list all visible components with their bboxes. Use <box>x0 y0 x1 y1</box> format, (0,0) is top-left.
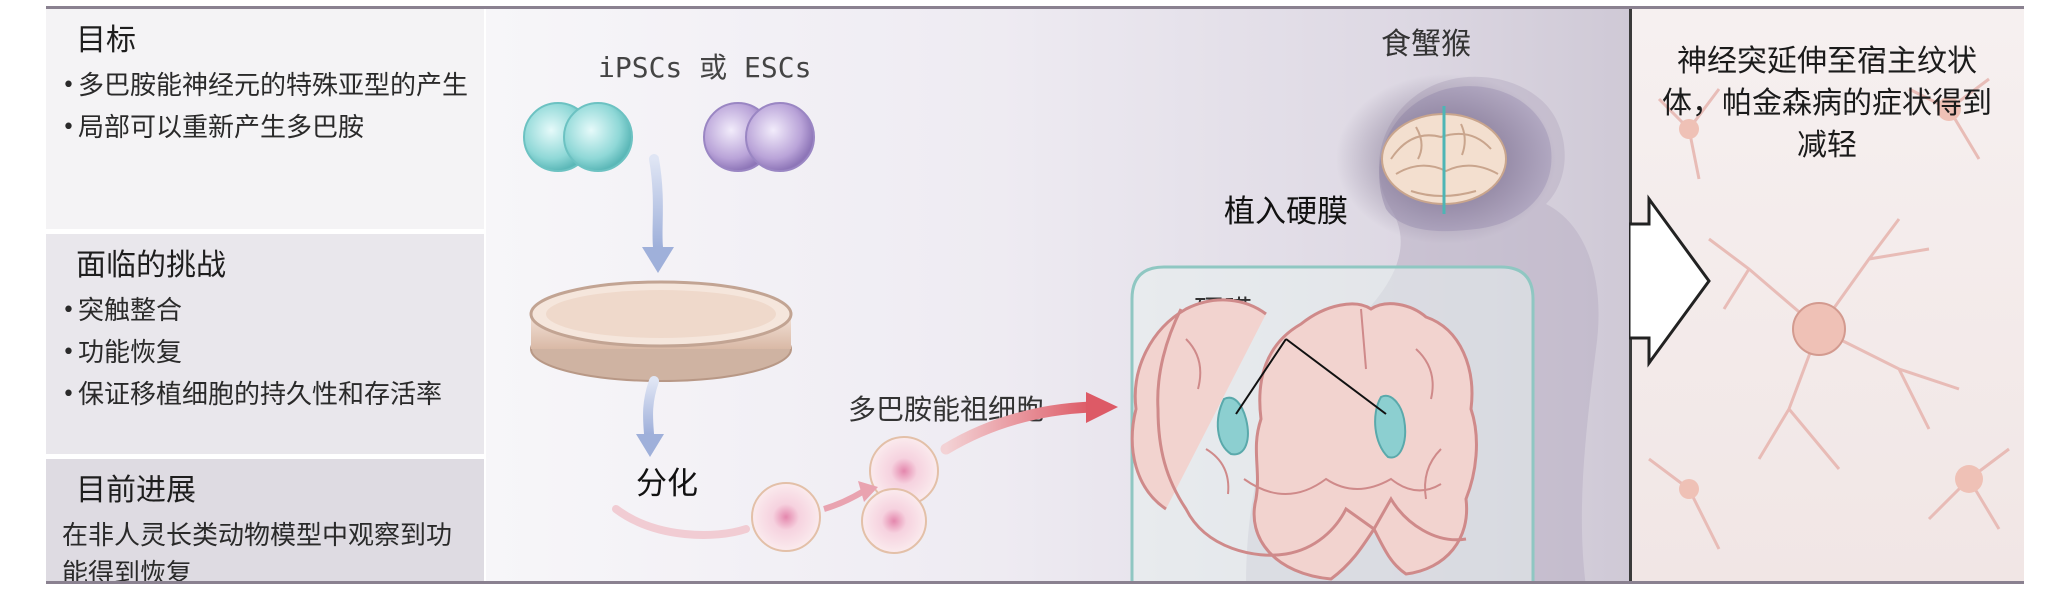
neuron-soma <box>1679 119 1699 139</box>
outcome-arrow-icon <box>1629 194 1711 368</box>
implant-arrow <box>940 401 1097 455</box>
progenitor-mid-arrow <box>823 488 866 512</box>
bullet-icon: • <box>62 115 75 140</box>
challenge-item: •功能恢复 <box>60 334 470 372</box>
progress-title: 目前进展 <box>76 473 196 508</box>
implant-label: 植入硬膜 <box>1224 194 1348 230</box>
neurite-network <box>1648 77 2010 550</box>
progenitor-mid-arrow-head <box>858 481 878 502</box>
coronal-brain-section <box>1130 298 1478 581</box>
differentiate-arrow <box>643 376 659 439</box>
goal-item: •局部可以重新产生多巴胺 <box>60 109 470 147</box>
left-striatum <box>1216 396 1249 456</box>
goals-title: 目标 <box>76 23 136 58</box>
neuron-soma <box>1955 465 1983 493</box>
ipsc-cell-cluster <box>523 102 633 172</box>
goals-list: •多巴胺能神经元的特殊亚型的产生 •局部可以重新产生多巴胺 <box>60 67 470 147</box>
expand-arrow-head <box>642 247 674 273</box>
challenges-section: 面临的挑战 •突触整合 •功能恢复 •保证移植细胞的持久性和存活率 <box>46 234 484 454</box>
challenges-title: 面临的挑战 <box>76 248 226 283</box>
neuron-soma <box>1792 302 1846 356</box>
dura-pointer-right <box>1285 338 1387 415</box>
differentiate-arrow-head <box>636 434 664 457</box>
esc-cell-cluster <box>703 102 815 172</box>
monkey-label: 食蟹猴 <box>1381 27 1471 62</box>
source-cells-label: iPSCs 或 ESCs <box>598 51 811 84</box>
progenitor-cells <box>751 436 939 554</box>
outcome-text: 神经突延伸至宿主纹状体，帕金森病的症状得到减轻 <box>1662 44 1992 163</box>
neuron-soma <box>1679 479 1699 499</box>
figure-frame: 目标 •多巴胺能神经元的特殊亚型的产生 •局部可以重新产生多巴胺 面临的挑战 •… <box>46 6 2024 584</box>
bullet-icon: • <box>62 382 75 407</box>
expand-arrow <box>649 154 663 252</box>
implant-arrow-head <box>1086 392 1118 423</box>
goals-section: 目标 •多巴胺能神经元的特殊亚型的产生 •局部可以重新产生多巴胺 <box>46 9 484 229</box>
goal-item: •多巴胺能神经元的特殊亚型的产生 <box>60 67 470 105</box>
bullet-icon: • <box>62 73 75 98</box>
neuron-soma <box>1937 97 1961 121</box>
outcome-panel: 神经突延伸至宿主纹状体，帕金森病的症状得到减轻 <box>1629 9 2024 581</box>
petri-dish-icon <box>529 280 793 382</box>
progenitor-flow-arrow <box>612 505 750 539</box>
bullet-icon: • <box>62 298 75 323</box>
progress-text: 在非人灵长类动物模型中观察到功能得到恢复 <box>62 521 453 584</box>
differentiate-label: 分化 <box>636 466 698 502</box>
process-diagram-panel: 食蟹猴 植入硬膜 iPSCs 或 ESCs 扩增 分化 多巴胺能祖细胞 硬膜 <box>486 9 1629 581</box>
challenge-item: •保证移植细胞的持久性和存活率 <box>60 376 470 414</box>
progress-section: 目前进展 在非人灵长类动物模型中观察到功能得到恢复 <box>46 459 484 584</box>
bullet-icon: • <box>62 340 75 365</box>
neuron-illustration <box>1629 77 2010 550</box>
challenges-list: •突触整合 •功能恢复 •保证移植细胞的持久性和存活率 <box>60 292 470 414</box>
process-diagram: 食蟹猴 植入硬膜 iPSCs 或 ESCs 扩增 分化 多巴胺能祖细胞 硬膜 <box>523 27 1599 581</box>
left-info-panel: 目标 •多巴胺能神经元的特殊亚型的产生 •局部可以重新产生多巴胺 面临的挑战 •… <box>46 9 484 581</box>
challenge-item: •突触整合 <box>60 292 470 330</box>
dura-pointer-left <box>1235 338 1287 415</box>
